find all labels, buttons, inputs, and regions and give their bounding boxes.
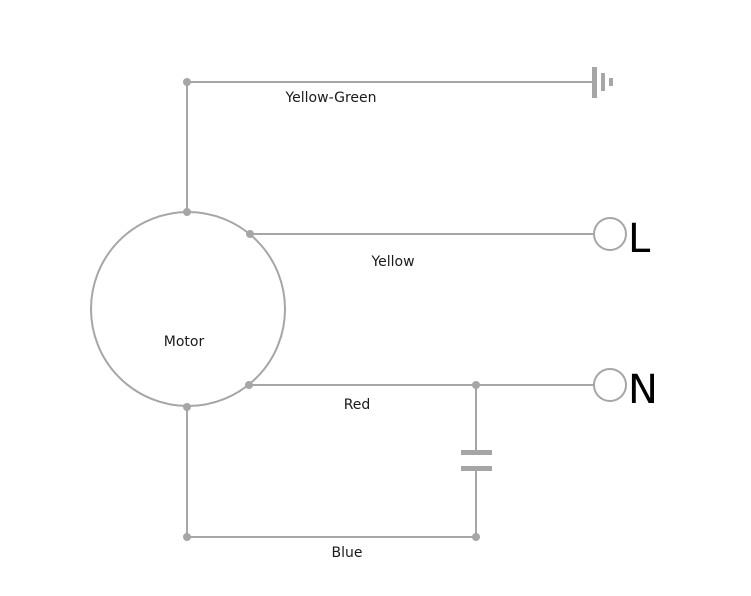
return-wire-junction-left [183, 533, 191, 541]
neutral-wire-junction-motor [245, 381, 253, 389]
neutral-wire-label: Red [344, 397, 371, 413]
return-wire-label: Blue [332, 545, 363, 561]
return-wire-junction-right [472, 533, 480, 541]
line-terminal-label: L [628, 216, 651, 262]
ground-wire-junction-motor [183, 208, 191, 216]
neutral-terminal-icon [593, 368, 627, 402]
motor-circle [90, 211, 286, 407]
line-terminal-icon [593, 217, 627, 251]
line-wire-junction-motor [246, 230, 254, 238]
capacitor-icon [461, 450, 492, 471]
ground-wire-junction-top [183, 78, 191, 86]
line-wire-label: Yellow [370, 254, 414, 270]
motor-label: Motor [164, 334, 205, 350]
neutral-terminal-label: N [628, 367, 658, 413]
return-wire-junction-motor [183, 403, 191, 411]
ground-symbol-icon [592, 67, 613, 98]
ground-wire-label: Yellow-Green [284, 90, 376, 106]
